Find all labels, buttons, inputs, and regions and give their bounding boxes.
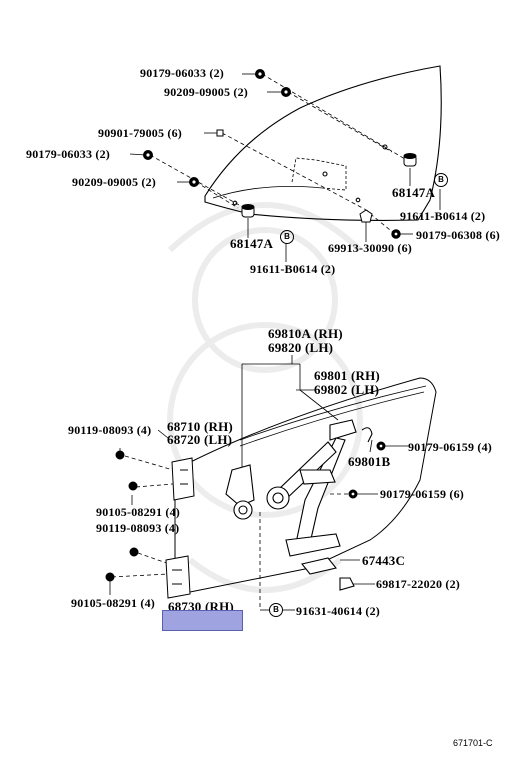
clip <box>359 209 373 223</box>
nut-center <box>146 72 398 236</box>
part-label-69810a[interactable]: 69810A (RH) <box>268 326 343 341</box>
ref-marker-b: B <box>280 230 294 244</box>
part-label-68730[interactable]: 68730 (RH) <box>168 600 234 610</box>
part-label-90179-06308[interactable]: 90179-06308 (6) <box>416 228 500 242</box>
diagram-code: 671701-C <box>453 738 493 748</box>
part-label-90179-06033-lower[interactable]: 90179-06033 (2) <box>26 147 110 161</box>
part-label-68147a-left[interactable]: 68147A <box>230 236 274 251</box>
bolt <box>216 129 224 137</box>
part-label-91611-b0614-right[interactable]: 91611-B0614 (2) <box>400 209 486 223</box>
part-label-68720[interactable]: 68720 (LH) <box>167 432 233 447</box>
part-label-90179-06033-upper[interactable]: 90179-06033 (2) <box>140 66 224 80</box>
door-hinges <box>165 457 195 599</box>
part-label-90105-08291-upper[interactable]: 90105-08291 (4) <box>96 505 180 519</box>
part-label-90179-06159-4[interactable]: 90179-06159 (4) <box>408 440 492 454</box>
part-label-68147a-right[interactable]: 68147A <box>392 185 436 200</box>
part-label-69820[interactable]: 69820 (LH) <box>268 340 334 355</box>
selected-part-highlight[interactable] <box>162 610 243 631</box>
part-label-91631-40614[interactable]: 91631-40614 (2) <box>296 604 380 618</box>
part-label-90119-08093-lower[interactable]: 90119-08093 (4) <box>96 521 180 535</box>
part-label-90209-09005-upper[interactable]: 90209-09005 (2) <box>164 85 248 99</box>
part-label-69802[interactable]: 69802 (LH) <box>314 382 380 397</box>
part-label-69817-22020[interactable]: 69817-22020 (2) <box>376 577 460 591</box>
lower-bolts <box>105 441 386 582</box>
part-label-90105-08291-lower[interactable]: 90105-08291 (4) <box>71 596 155 610</box>
part-label-69801b[interactable]: 69801B <box>348 454 391 469</box>
part-label-90179-06159-6[interactable]: 90179-06159 (6) <box>380 487 464 501</box>
part-label-91611-b0614-left[interactable]: 91611-B0614 (2) <box>250 262 336 276</box>
part-label-69913-30090[interactable]: 69913-30090 (6) <box>328 241 412 255</box>
part-label-68710[interactable]: 68710 (RH) <box>167 419 233 434</box>
part-label-90209-09005-lower[interactable]: 90209-09005 (2) <box>72 175 156 189</box>
part-label-69801[interactable]: 69801 (RH) <box>314 368 380 383</box>
part-label-90901-79005[interactable]: 90901-79005 (6) <box>98 126 182 140</box>
part-label-90119-08093-upper[interactable]: 90119-08093 (4) <box>68 423 152 437</box>
watermark-emblem <box>167 202 363 593</box>
lower-leader-lines <box>109 355 408 611</box>
part-label-67443c[interactable]: 67443C <box>362 553 406 568</box>
ref-marker-b: B <box>269 603 283 617</box>
door-glass <box>204 65 442 221</box>
upper-hardware <box>143 69 417 239</box>
door-panel-outline <box>174 377 437 596</box>
window-regulator <box>225 419 373 591</box>
ref-marker-b: B <box>434 173 448 187</box>
